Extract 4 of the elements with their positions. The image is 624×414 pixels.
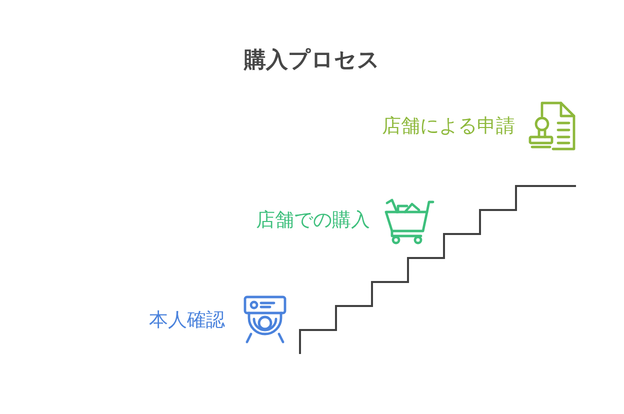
step-label: 店舗での購入	[256, 208, 370, 233]
step-label: 店舗による申請	[382, 114, 515, 139]
diagram-title: 購入プロセス	[242, 47, 381, 75]
step-label: 本人確認	[149, 308, 225, 333]
